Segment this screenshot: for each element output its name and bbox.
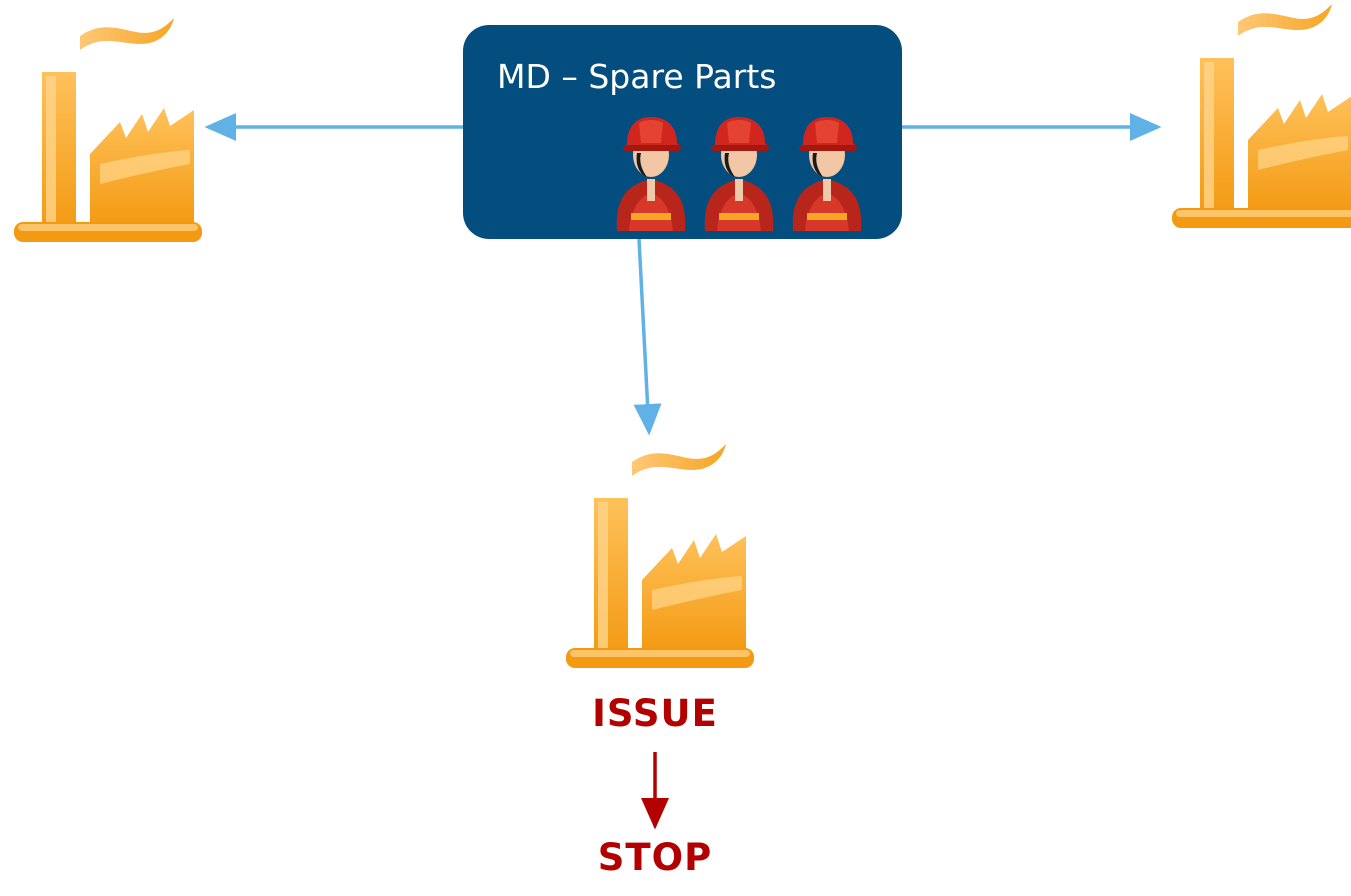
worker-icon (616, 117, 686, 231)
stop-label: STOP (597, 836, 713, 879)
worker-icon (792, 117, 862, 231)
worker-icon (704, 117, 774, 231)
hub-title: MD – Spare Parts (497, 57, 777, 96)
factory-icon (14, 18, 202, 242)
factory-icon (1172, 4, 1351, 228)
workers-group (616, 117, 862, 231)
spare-parts-hub: MD – Spare Parts (463, 25, 902, 239)
arrow-to-bottom-factory (633, 238, 662, 436)
issue-label: ISSUE (592, 692, 718, 735)
factory-icon (566, 444, 754, 668)
